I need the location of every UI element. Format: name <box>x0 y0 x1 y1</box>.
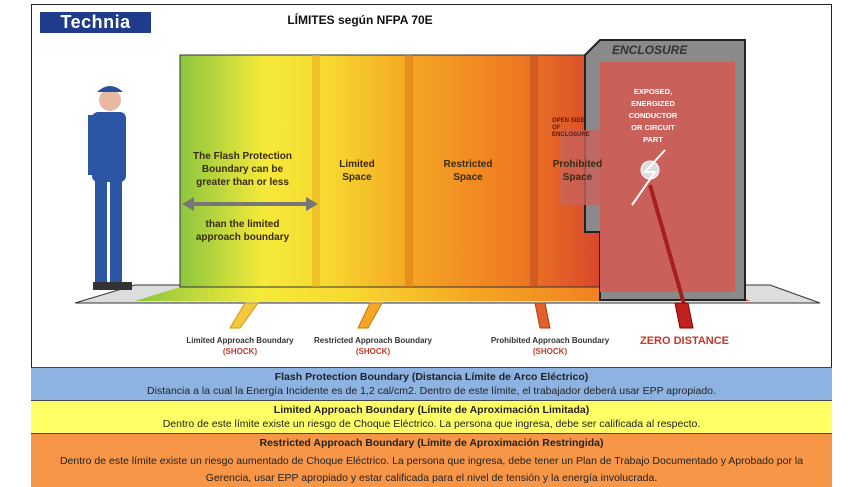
zero-distance-line <box>648 184 692 326</box>
row-text: Dentro de este límite existe un riesgo a… <box>59 455 804 484</box>
open-side-label: OPEN SIDE OF ENCLOSURE <box>552 118 590 138</box>
prohibited-space-label: Prohibited Space <box>552 159 603 183</box>
prohibited-boundary-text: Prohibited Approach Boundary <box>490 336 610 345</box>
shock-text: (SHOCK) <box>355 347 391 356</box>
prohibited-boundary-line <box>530 55 538 287</box>
limited-boundary-label: Limited Approach Boundary (SHOCK) <box>185 335 295 357</box>
boundary-diagram <box>74 39 821 329</box>
limited-space-label: Limited Space <box>339 159 375 183</box>
floor-colored <box>135 287 750 301</box>
row-heading: Limited Approach Boundary (Límite de Apr… <box>273 404 590 416</box>
restricted-boundary-line <box>405 55 413 287</box>
restricted-space-label: Restricted Space <box>443 159 493 183</box>
limited-boundary-text: Limited Approach Boundary <box>186 336 294 345</box>
enclosure-interior <box>600 62 735 292</box>
shock-text: (SHOCK) <box>222 347 258 356</box>
table-row-restricted: Restricted Approach Boundary (Límite de … <box>31 433 832 487</box>
shock-text: (SHOCK) <box>532 347 568 356</box>
row-heading: Flash Protection Boundary (Distancia Lím… <box>274 371 589 383</box>
prohibited-boundary-label: Prohibited Approach Boundary (SHOCK) <box>490 335 610 357</box>
limited-boundary-line <box>312 55 320 287</box>
zero-distance-label: ZERO DISTANCE <box>640 335 730 347</box>
row-heading: Restricted Approach Boundary (Límite de … <box>259 437 604 449</box>
page-title: LÍMITES según NFPA 70E <box>287 13 433 27</box>
technia-logo: Technia <box>40 12 151 33</box>
enclosure-label: ENCLOSURE <box>612 43 688 57</box>
row-text: Dentro de este límite existe un riesgo d… <box>162 418 701 430</box>
worker-figure <box>88 86 132 290</box>
energized-part-icon <box>640 160 660 180</box>
restricted-boundary-label: Restricted Approach Boundary (SHOCK) <box>313 335 433 357</box>
lightning-icon <box>631 149 666 206</box>
table-row-flash: Flash Protection Boundary (Distancia Lím… <box>31 367 832 400</box>
slide-frame <box>31 4 832 487</box>
restricted-boundary-text: Restricted Approach Boundary <box>314 336 432 345</box>
flash-boundary-note: The Flash Protection Boundary can be gre… <box>193 151 292 188</box>
table-row-limited: Limited Approach Boundary (Límite de Apr… <box>31 400 832 433</box>
row-text: Distancia a la cual la Energía Incidente… <box>147 385 716 397</box>
exposed-part-label: EXPOSED, ENERGIZED CONDUCTOR OR CIRCUIT … <box>628 87 678 144</box>
flash-boundary-note-2: than the limited approach boundary <box>195 219 290 243</box>
